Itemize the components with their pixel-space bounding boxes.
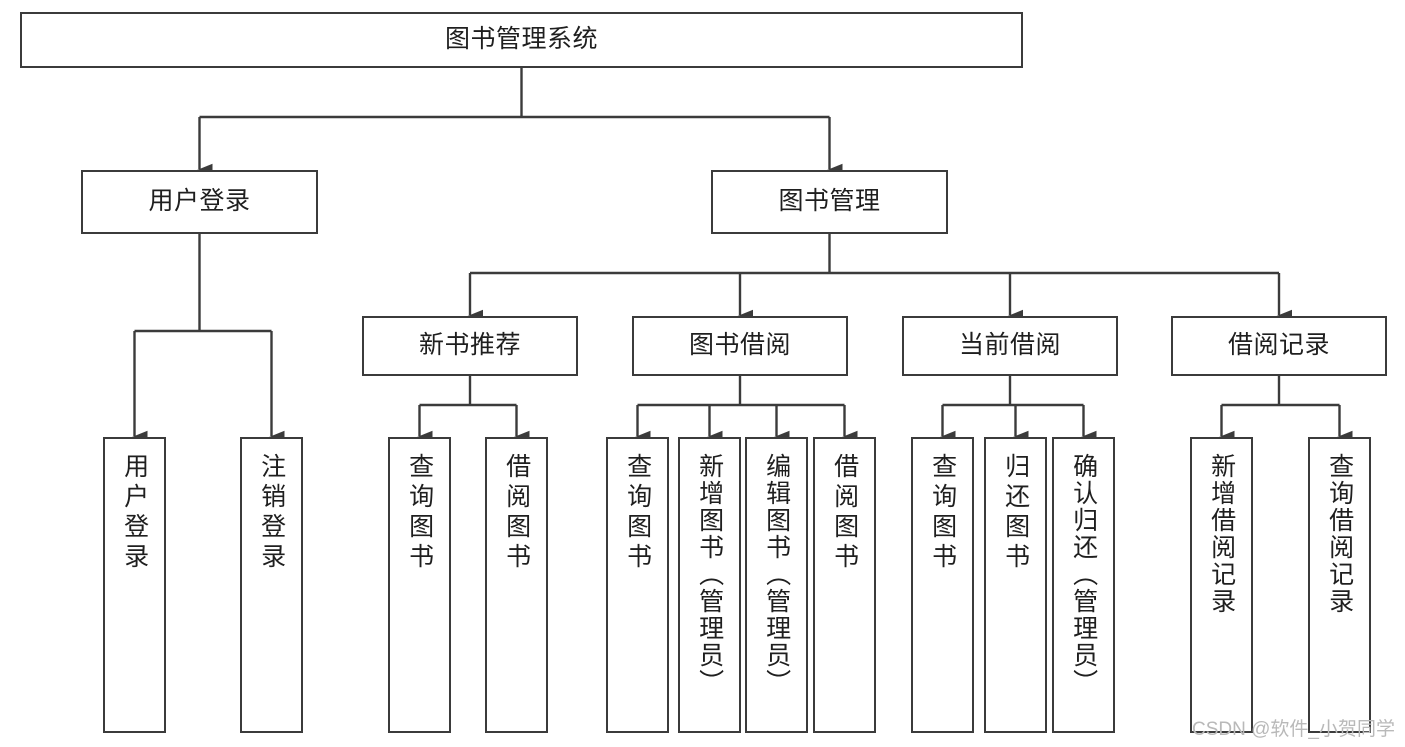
node-label: 查询图书 xyxy=(928,453,957,573)
node-leaf-return-book[interactable]: 归还图书 xyxy=(984,437,1047,733)
node-label: 确认归还（管理员） xyxy=(1069,453,1098,696)
node-root[interactable]: 图书管理系统 xyxy=(20,12,1023,68)
node-leaf-query-record[interactable]: 查询借阅记录 xyxy=(1308,437,1371,733)
node-leaf-add-record[interactable]: 新增借阅记录 xyxy=(1190,437,1253,733)
node-label: 编辑图书（管理员） xyxy=(762,453,791,696)
node-new-book-rec[interactable]: 新书推荐 xyxy=(362,316,578,376)
node-leaf-borrow-book[interactable]: 借阅图书 xyxy=(813,437,876,733)
node-leaf-confirm-return[interactable]: 确认归还（管理员） xyxy=(1052,437,1115,733)
node-label: 用户登录 xyxy=(120,453,149,573)
node-label: 借阅图书 xyxy=(502,453,531,573)
node-label: 新增图书（管理员） xyxy=(695,453,724,696)
node-label: 查询图书 xyxy=(623,453,652,573)
node-label: 新书推荐 xyxy=(418,331,521,360)
node-label: 用户登录 xyxy=(148,187,251,216)
node-leaf-user-login[interactable]: 用户登录 xyxy=(103,437,166,733)
node-borrow-record[interactable]: 借阅记录 xyxy=(1171,316,1387,376)
node-leaf-edit-book[interactable]: 编辑图书（管理员） xyxy=(745,437,808,733)
node-label: 图书管理系统 xyxy=(444,25,598,54)
node-label: 查询图书 xyxy=(405,453,434,573)
node-label: 借阅记录 xyxy=(1227,331,1330,360)
node-leaf-query-book-borrow[interactable]: 查询图书 xyxy=(606,437,669,733)
csdn-watermark: CSDN @软件_小贺同学 xyxy=(1192,719,1395,740)
node-book-borrow[interactable]: 图书借阅 xyxy=(632,316,848,376)
node-label: 归还图书 xyxy=(1001,453,1030,573)
node-label: 图书管理 xyxy=(778,187,881,216)
node-current-borrow[interactable]: 当前借阅 xyxy=(902,316,1118,376)
node-leaf-borrow-book-rec[interactable]: 借阅图书 xyxy=(485,437,548,733)
node-label: 图书借阅 xyxy=(688,331,791,360)
node-label: 新增借阅记录 xyxy=(1207,453,1236,615)
node-leaf-query-book-cur[interactable]: 查询图书 xyxy=(911,437,974,733)
node-book-manage[interactable]: 图书管理 xyxy=(711,170,948,234)
node-leaf-user-logout[interactable]: 注销登录 xyxy=(240,437,303,733)
node-label: 注销登录 xyxy=(257,453,286,573)
node-label: 借阅图书 xyxy=(830,453,859,573)
node-label: 当前借阅 xyxy=(958,331,1061,360)
node-leaf-query-book-rec[interactable]: 查询图书 xyxy=(388,437,451,733)
node-label: 查询借阅记录 xyxy=(1325,453,1354,615)
node-user-login[interactable]: 用户登录 xyxy=(81,170,318,234)
node-leaf-add-book[interactable]: 新增图书（管理员） xyxy=(678,437,741,733)
